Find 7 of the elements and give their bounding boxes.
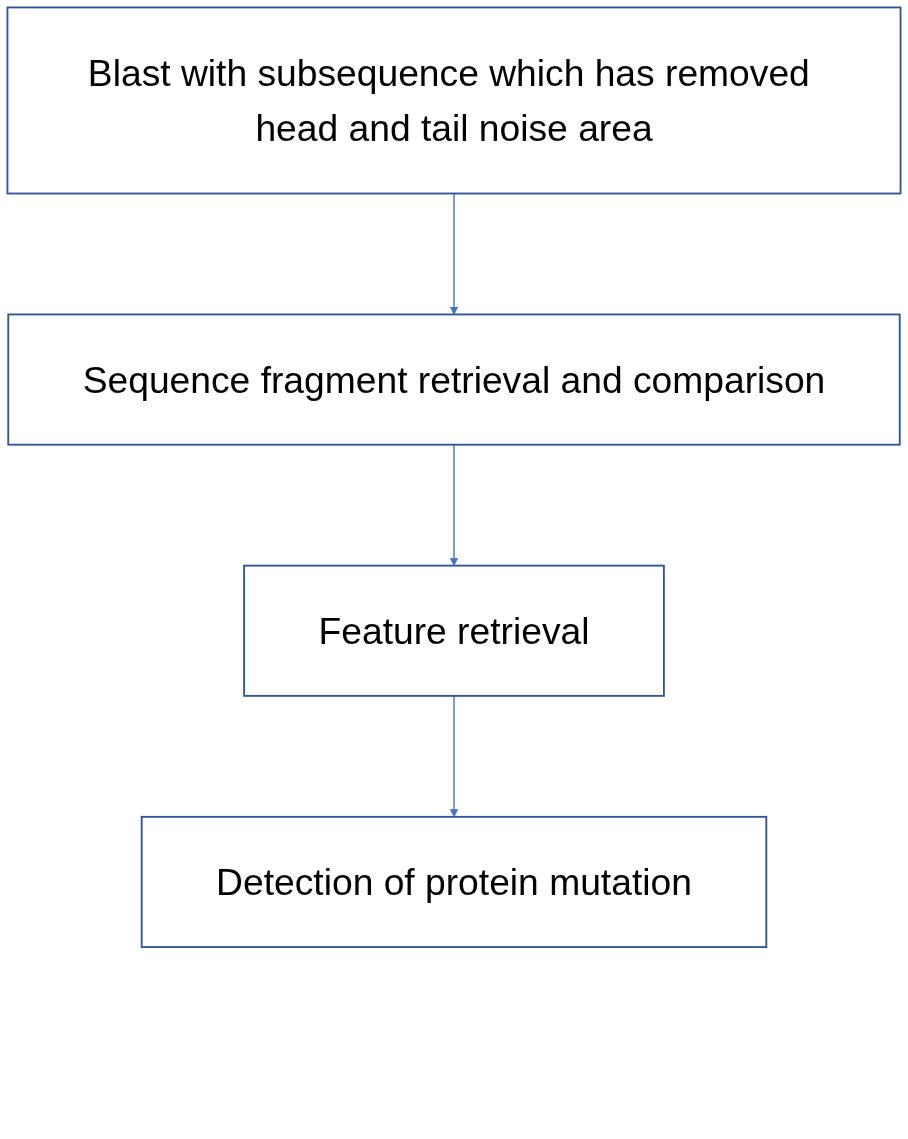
node-box: Sequence fragment retrieval and comparison <box>7 313 901 446</box>
node-box: Detection of protein mutation <box>140 815 768 948</box>
node-box: Blast with subsequence which has removed head and tail noise area <box>6 6 902 195</box>
arrow <box>449 444 459 566</box>
node-box: Feature retrieval <box>243 564 665 697</box>
arrow <box>449 192 459 315</box>
arrow <box>449 695 459 818</box>
